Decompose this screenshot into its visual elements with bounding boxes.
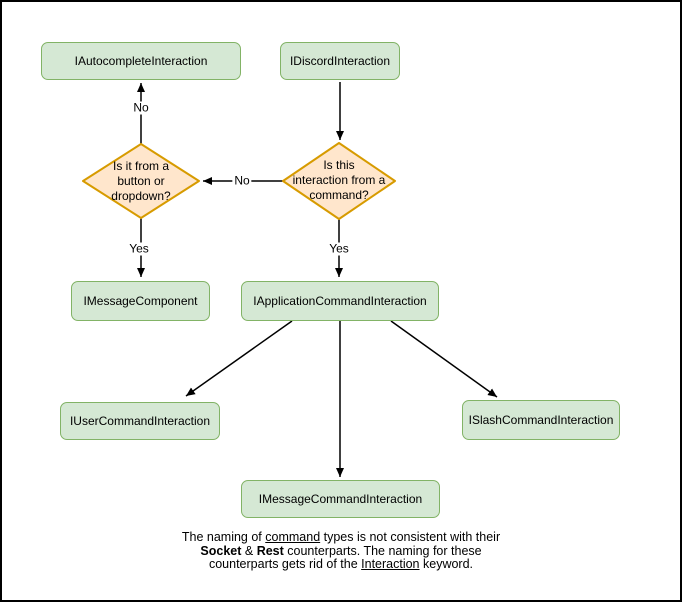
- edge-label-no-top: No: [131, 100, 151, 115]
- footer-text: &: [241, 543, 257, 558]
- decision-line: dropdown?: [111, 189, 171, 203]
- node-imessagecomponent: IMessageComponent: [71, 281, 210, 321]
- footer-text: counterparts gets rid of the: [208, 557, 362, 571]
- node-imessagecommandinteraction: IMessageCommandInteraction: [241, 480, 440, 518]
- footer-text-bold: Rest: [256, 543, 284, 558]
- node-label: IMessageComponent: [83, 294, 198, 308]
- footer-text: counterparts. The naming for these: [283, 543, 482, 558]
- decision-from-command-shape: [282, 142, 396, 220]
- footer-text: The naming of: [181, 530, 266, 544]
- decision-from-command-text: Is this interaction from a command?: [284, 158, 394, 203]
- footer-text-bold: Socket: [200, 543, 242, 558]
- edge-label-yes-left: Yes: [127, 241, 151, 256]
- footer-text-underlined: command: [265, 530, 321, 544]
- decision-line: Is it from a: [112, 159, 169, 173]
- decision-button-dropdown-shape: [82, 143, 200, 219]
- footer-line-1: The naming of command types is not consi…: [2, 530, 680, 545]
- footer-line-2: Socket & Rest counterparts. The naming f…: [2, 543, 680, 559]
- edge-label-no-mid: No: [232, 173, 252, 188]
- decision-line: button or: [117, 174, 165, 188]
- decision-line: interaction from a: [292, 173, 386, 187]
- edge-label-yes-right: Yes: [327, 241, 351, 256]
- node-label: IAutocompleteInteraction: [74, 54, 208, 68]
- node-label: IDiscordInteraction: [289, 54, 391, 68]
- footer-line-3: counterparts gets rid of the Interaction…: [2, 557, 680, 572]
- footer-note: The naming of command types is not consi…: [2, 530, 680, 572]
- node-label: ISlashCommandInteraction: [468, 413, 614, 427]
- node-islashcommandinteraction: ISlashCommandInteraction: [462, 400, 620, 440]
- decision-button-dropdown-text: Is it from a button or dropdown?: [86, 159, 196, 204]
- decision-line: Is this: [323, 158, 355, 172]
- decision-line: command?: [309, 188, 369, 202]
- footer-text: types is not consistent with their: [320, 530, 501, 544]
- node-label: IApplicationCommandInteraction: [253, 294, 427, 308]
- node-iautocompleteinteraction: IAutocompleteInteraction: [41, 42, 241, 80]
- node-iusercommandinteraction: IUserCommandInteraction: [60, 402, 220, 440]
- node-label: IUserCommandInteraction: [69, 414, 211, 428]
- edge-applicationcommand-to-slashcommand: [390, 320, 498, 398]
- edge-applicationcommand-to-usercommand: [185, 320, 293, 397]
- footer-text-underlined: Interaction: [361, 557, 420, 571]
- node-idiscordinteraction: IDiscordInteraction: [280, 42, 400, 80]
- node-label: IMessageCommandInteraction: [258, 492, 423, 506]
- node-iapplicationcommandinteraction: IApplicationCommandInteraction: [241, 281, 439, 321]
- footer-text: keyword.: [419, 557, 474, 571]
